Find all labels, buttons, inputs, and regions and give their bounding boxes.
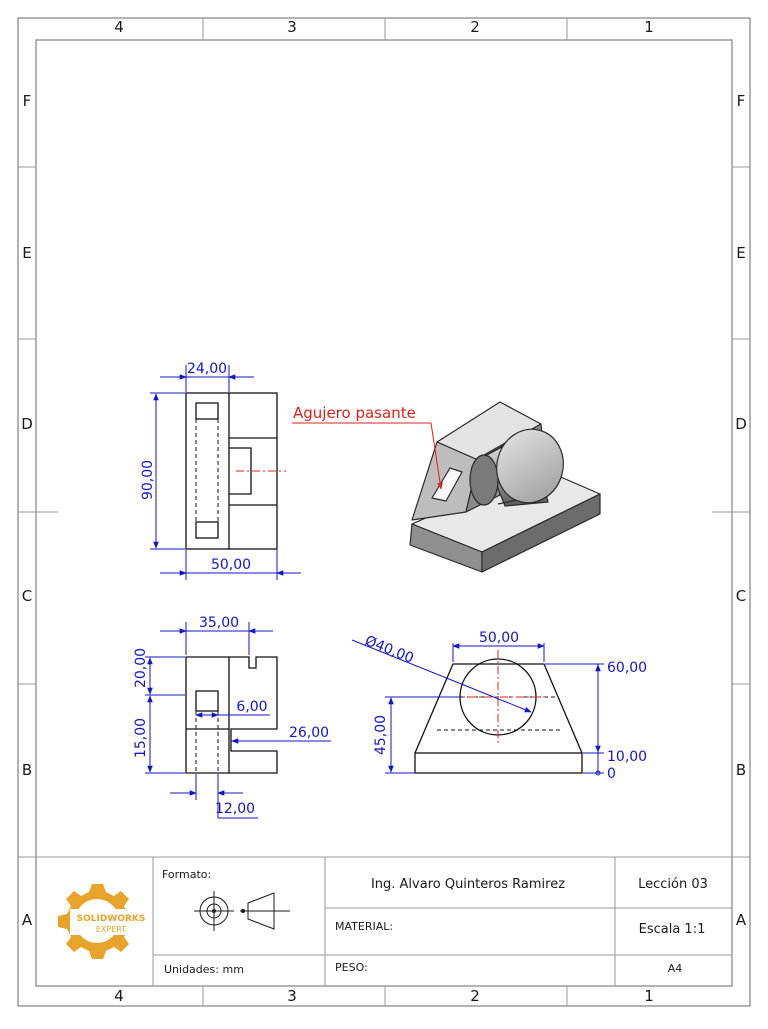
top-view	[185, 392, 286, 550]
inner-border	[35, 39, 733, 987]
dim-front-height: 45,00	[373, 715, 389, 755]
front-view	[414, 650, 583, 774]
zone-col-4-bottom: 4	[114, 987, 124, 1005]
dim-side-upper-height: 20,00	[133, 648, 149, 688]
units-label: Unidades: mm	[164, 963, 244, 976]
zone-row-a: A	[22, 911, 33, 929]
zone-row-a-right: A	[736, 911, 747, 929]
front-view-dimensions	[351, 639, 604, 776]
zone-col-3-bottom: 3	[287, 987, 297, 1005]
zone-labels-bottom: 4 3 2 1	[114, 987, 654, 1005]
zone-row-f-right: F	[737, 92, 746, 110]
zone-labels-right: F E D C B A	[735, 92, 747, 929]
scale-label: Escala 1:1	[639, 922, 706, 937]
zone-row-c: C	[22, 587, 32, 605]
dim-top-width: 24,00	[187, 361, 227, 377]
zone-labels-left: F E D C B A	[21, 92, 33, 929]
through-hole-callout: Agujero pasante	[292, 404, 443, 490]
outer-border	[17, 17, 751, 1007]
solidworks-expert-logo: SOLIDWORKS EXPERT	[58, 884, 148, 959]
zone-col-3: 3	[287, 18, 297, 36]
zone-col-1-bottom: 1	[644, 987, 654, 1005]
zone-row-b-right: B	[736, 761, 746, 779]
dim-front-mid-ordinate: 10,00	[607, 749, 647, 765]
sheet-size-label: A4	[668, 962, 683, 975]
author-name: Ing. Alvaro Quinteros Ramirez	[371, 877, 565, 892]
dim-side-depth: 26,00	[289, 725, 329, 741]
zone-row-f: F	[23, 92, 32, 110]
zone-labels-top: 4 3 2 1	[114, 18, 654, 36]
lesson-label: Lección 03	[638, 877, 708, 892]
zone-row-e-right: E	[736, 244, 745, 262]
dim-side-lower-height: 15,00	[133, 718, 149, 758]
dim-top-bottom-width: 50,00	[211, 557, 251, 573]
zone-col-2: 2	[470, 18, 480, 36]
side-view-dimensions	[145, 622, 331, 819]
dim-side-top-width: 35,00	[199, 615, 239, 631]
top-view-dimensions	[150, 365, 301, 580]
dim-front-diameter: Ø40,00	[363, 633, 416, 667]
logo-line2: EXPERT	[96, 925, 126, 934]
dim-side-slot: 6,00	[236, 699, 267, 715]
zone-col-1: 1	[644, 18, 654, 36]
zone-row-b: B	[22, 761, 32, 779]
zone-row-d: D	[21, 415, 33, 433]
isometric-part	[409, 401, 601, 573]
format-label: Formato:	[162, 868, 211, 881]
zone-col-2-bottom: 2	[470, 987, 480, 1005]
zone-ticks	[18, 18, 750, 1006]
dim-top-height: 90,00	[140, 460, 156, 500]
zone-row-d-right: D	[735, 415, 747, 433]
zone-row-c-right: C	[736, 587, 746, 605]
zone-col-4: 4	[114, 18, 124, 36]
logo-line1: SOLIDWORKS	[77, 914, 146, 924]
material-label: MATERIAL:	[335, 920, 393, 933]
annotation-through-hole: Agujero pasante	[293, 404, 416, 422]
dim-front-zero: 0	[607, 766, 616, 782]
dim-front-top-ordinate: 60,00	[607, 660, 647, 676]
zone-row-e: E	[22, 244, 31, 262]
weight-label: PESO:	[335, 961, 368, 974]
dim-side-bottom: 12,00	[215, 801, 255, 817]
projection-symbol	[194, 891, 290, 931]
dim-front-top-width: 50,00	[479, 630, 519, 646]
title-block	[36, 856, 732, 986]
